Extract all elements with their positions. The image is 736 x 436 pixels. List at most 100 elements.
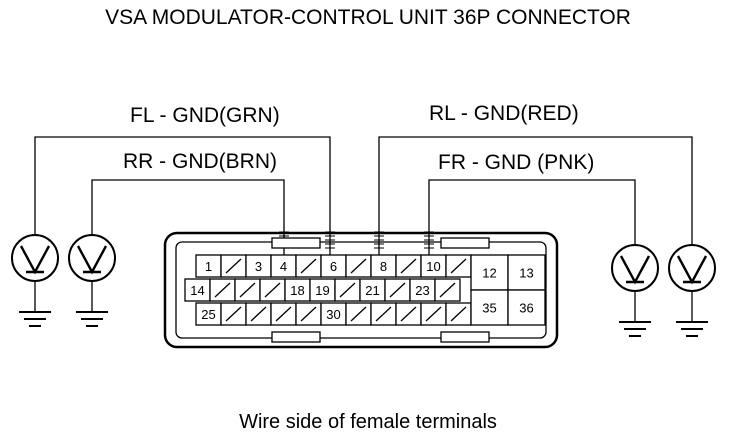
diagonal-slash [425, 306, 442, 322]
diagonal-slash [389, 282, 406, 298]
terminal-18: 18 [284, 278, 311, 302]
terminal-number: 10 [426, 259, 440, 274]
diagonal-slash [300, 306, 317, 322]
terminal-21: 21 [359, 278, 386, 302]
terminal-number: 8 [380, 259, 387, 274]
terminal-19: 19 [309, 278, 336, 302]
terminal-36: 36 [507, 289, 546, 326]
terminal-4: 4 [270, 254, 297, 278]
lead-wire-rr [91, 179, 285, 255]
diagonal-slash [450, 258, 467, 274]
terminal-number: 3 [255, 259, 262, 274]
terminal-14: 14 [184, 278, 211, 302]
terminal-number: 30 [326, 307, 340, 322]
probe-label-rr: RR - GND(BRN) [123, 150, 277, 173]
terminal-number: 13 [519, 266, 533, 281]
voltmeter-icon [611, 244, 659, 322]
voltmeter-icon [68, 234, 116, 312]
voltmeter-icon [668, 244, 716, 322]
empty-cavity [395, 254, 422, 278]
terminal-23: 23 [409, 278, 436, 302]
terminal-number: 36 [519, 301, 533, 316]
diagonal-slash [439, 282, 456, 298]
diagonal-slash [264, 282, 281, 298]
diagonal-slash [225, 258, 242, 274]
empty-cavity [420, 302, 447, 326]
empty-cavity [445, 254, 472, 278]
empty-cavity [259, 278, 286, 302]
terminal-number: 6 [330, 259, 337, 274]
lead-wire-rl [378, 136, 693, 255]
terminal-30: 30 [320, 302, 347, 326]
empty-cavity [209, 278, 236, 302]
terminal-35: 35 [470, 289, 509, 326]
ground-icon [76, 311, 108, 327]
terminal-grid: 1 3 4 6 8 10 14 18 19 21 23 25 30 [184, 254, 472, 326]
lead-wire-fl [34, 136, 331, 255]
diagonal-slash [275, 306, 292, 322]
terminal-8: 8 [370, 254, 397, 278]
terminal-10: 10 [420, 254, 447, 278]
empty-cavity [370, 302, 397, 326]
empty-cavity [434, 278, 461, 302]
empty-cavity [334, 278, 361, 302]
terminal-number: 25 [201, 307, 215, 322]
diagonal-slash [239, 282, 256, 298]
terminal-6: 6 [320, 254, 347, 278]
terminal-number: 23 [415, 283, 429, 298]
lead-wire-fr [428, 179, 636, 255]
diagonal-slash [350, 258, 367, 274]
terminal-number: 4 [280, 259, 287, 274]
terminal-number: 12 [482, 266, 496, 281]
voltmeter-icon [11, 234, 59, 312]
connector-housing [163, 231, 559, 349]
terminal-number: 35 [482, 301, 496, 316]
empty-cavity [345, 302, 372, 326]
probe-tip-fr [424, 231, 434, 249]
empty-cavity [220, 254, 247, 278]
terminal-3: 3 [245, 254, 272, 278]
diagonal-slash [350, 306, 367, 322]
terminal-number: 18 [290, 283, 304, 298]
housing-key-top-right [440, 237, 490, 249]
terminal-number: 19 [315, 283, 329, 298]
diagonal-slash [450, 306, 467, 322]
housing-key-top-left [271, 237, 321, 249]
empty-cavity [445, 302, 472, 326]
terminal-number: 1 [205, 259, 212, 274]
probe-label-fr: FR - GND (PNK) [438, 151, 594, 174]
diagonal-slash [375, 306, 392, 322]
lead-wires [34, 136, 693, 255]
terminal-13: 13 [507, 254, 546, 291]
housing-key-bottom-right [440, 331, 490, 343]
ground-icon [676, 321, 708, 337]
housing-key-bottom-left [271, 331, 321, 343]
probe-label-rl: RL - GND(RED) [429, 102, 579, 125]
empty-cavity [270, 302, 297, 326]
empty-cavity [295, 254, 322, 278]
ground-icon [619, 321, 651, 337]
diagonal-slash [300, 258, 317, 274]
empty-cavity [234, 278, 261, 302]
empty-cavity [384, 278, 411, 302]
empty-cavity [345, 254, 372, 278]
terminal-25: 25 [195, 302, 222, 326]
empty-cavity [245, 302, 272, 326]
terminal-block-right: 12 13 35 36 [470, 254, 546, 326]
ground-icon [19, 311, 51, 327]
diagram-title: VSA MODULATOR-CONTROL UNIT 36P CONNECTOR [105, 6, 631, 29]
probe-label-fl: FL - GND(GRN) [130, 104, 280, 127]
terminal-1: 1 [195, 254, 222, 278]
terminal-12: 12 [470, 254, 509, 291]
empty-cavity [220, 302, 247, 326]
diagram-caption: Wire side of female terminals [239, 411, 497, 433]
terminal-number: 14 [190, 283, 204, 298]
empty-cavity [295, 302, 322, 326]
terminal-number: 21 [365, 283, 379, 298]
diagonal-slash [250, 306, 267, 322]
diagonal-slash [339, 282, 356, 298]
diagonal-slash [400, 306, 417, 322]
empty-cavity [395, 302, 422, 326]
diagonal-slash [225, 306, 242, 322]
